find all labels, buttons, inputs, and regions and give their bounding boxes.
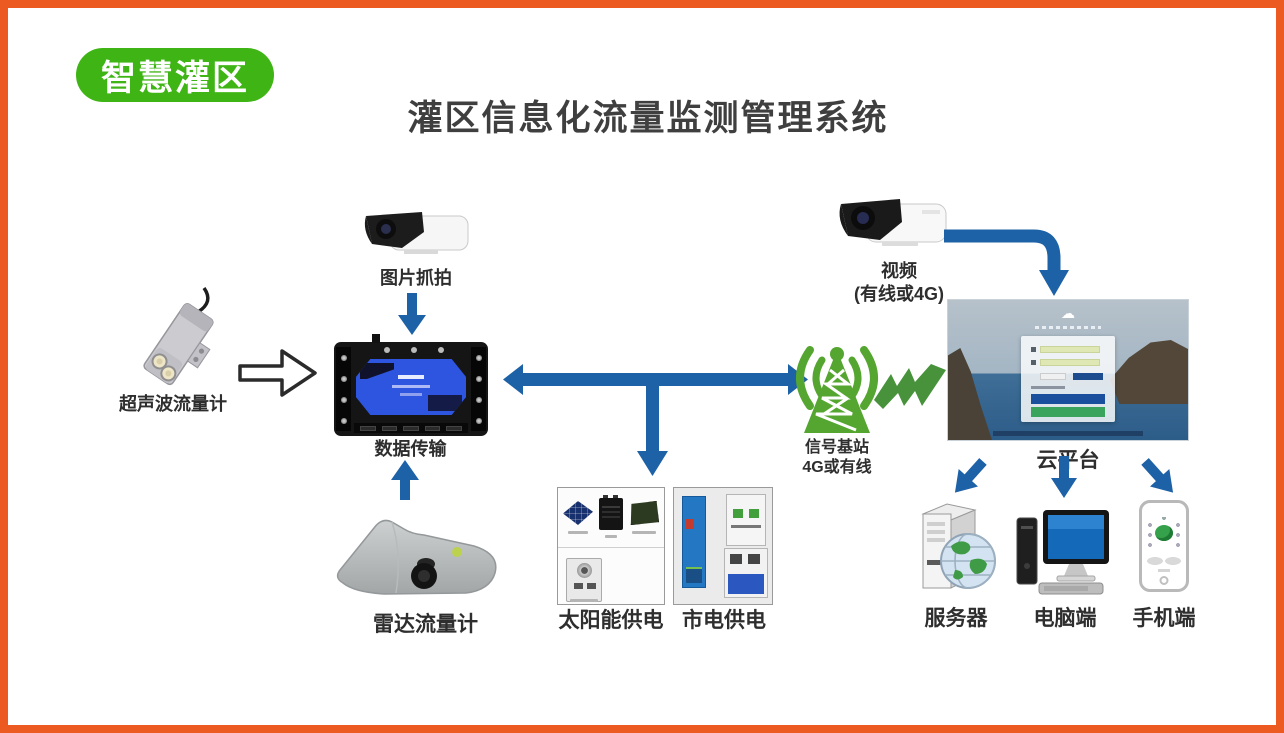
server-label: 服务器 bbox=[924, 607, 988, 630]
solar-power-image bbox=[557, 487, 665, 605]
login-card bbox=[1021, 336, 1115, 422]
arrow-up-radar-to-dtu bbox=[391, 460, 419, 500]
register-button bbox=[1031, 407, 1105, 417]
solar-panel-icon bbox=[563, 501, 593, 525]
arrow-down-capture-to-dtu bbox=[398, 293, 426, 335]
lightning-link-icon bbox=[874, 364, 946, 409]
username-field bbox=[1040, 346, 1100, 353]
surge-protector-icon bbox=[726, 494, 766, 546]
mobile-icon bbox=[1139, 500, 1189, 592]
arrow-right-outline-icon bbox=[238, 349, 317, 397]
capture-camera-icon bbox=[364, 212, 469, 254]
controller-board-icon bbox=[630, 501, 659, 525]
ultrasonic-label: 超声波流量计 bbox=[119, 394, 227, 414]
captcha-button bbox=[1073, 373, 1103, 380]
charge-controller-icon bbox=[566, 558, 602, 602]
pc-label: 电脑端 bbox=[1033, 607, 1097, 630]
cloud-logo-icon: ☁ bbox=[1061, 305, 1075, 321]
arrow-dtu-station-and-power bbox=[503, 364, 808, 476]
station-label: 信号基站 4G或有线 bbox=[802, 439, 872, 476]
signal-tower-icon bbox=[796, 346, 878, 433]
arrow-cloud-to-pc bbox=[1051, 456, 1077, 498]
smart-irrigation-badge: 智慧灌区 bbox=[76, 48, 274, 102]
coast-rock-right bbox=[1110, 340, 1188, 404]
captcha-field bbox=[1040, 373, 1066, 380]
circuit-breaker-icon bbox=[724, 548, 768, 598]
pc-icon bbox=[1016, 510, 1109, 595]
platform-name-text bbox=[1035, 326, 1101, 329]
mains-label: 市电供电 bbox=[682, 609, 766, 632]
arrow-cloud-to-server bbox=[954, 458, 987, 493]
arrow-cloud-to-mobile bbox=[1141, 458, 1174, 493]
footer-bar bbox=[993, 431, 1143, 436]
data-transfer-label: 数据传输 bbox=[374, 439, 447, 459]
server-icon bbox=[921, 503, 996, 589]
radar-label: 雷达流量计 bbox=[373, 613, 478, 636]
video-label: 视频 (有线或4G) bbox=[854, 261, 944, 304]
solar-label: 太阳能供电 bbox=[558, 609, 664, 632]
data-transmission-device bbox=[334, 334, 488, 436]
cloud-platform-screenshot: ☁ bbox=[948, 300, 1188, 440]
radar-flowmeter-icon bbox=[336, 519, 497, 595]
mains-power-image bbox=[673, 487, 773, 605]
capture-label: 图片抓拍 bbox=[380, 268, 452, 288]
din-power-supply-icon bbox=[682, 496, 706, 588]
mobile-label: 手机端 bbox=[1132, 607, 1196, 630]
battery-icon bbox=[599, 494, 623, 530]
page-title: 灌区信息化流量监测管理系统 bbox=[407, 99, 889, 138]
password-field bbox=[1040, 359, 1100, 366]
coast-rock-left bbox=[948, 348, 992, 440]
arrow-video-to-cloud bbox=[944, 229, 1069, 296]
ultrasonic-flowmeter-icon bbox=[143, 286, 214, 386]
video-camera-icon bbox=[839, 199, 947, 246]
login-button bbox=[1031, 394, 1105, 404]
